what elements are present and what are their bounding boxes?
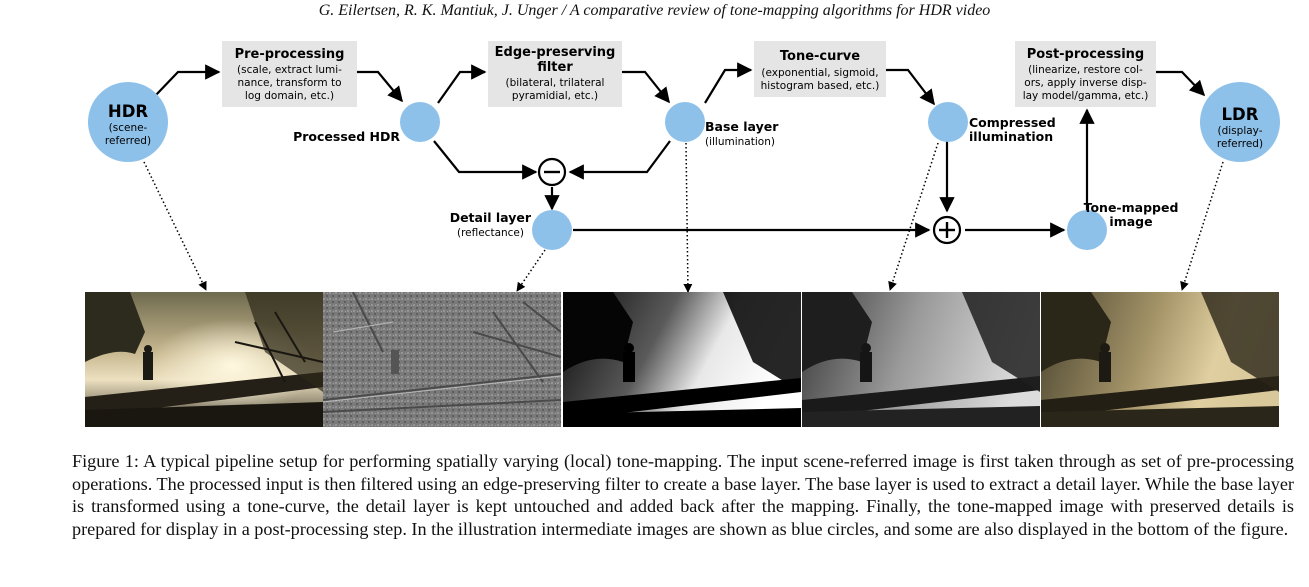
filter-title: filter — [537, 60, 573, 75]
tone-mapped-label: Tone-mapped — [1084, 200, 1179, 215]
compressed-photo — [802, 292, 1040, 427]
preprocessing-line: log domain, etc.) — [245, 90, 334, 102]
hdr-title: HDR — [108, 102, 149, 121]
compressed-node — [928, 102, 968, 142]
running-header: G. Eilertsen, R. K. Mantiuk, J. Unger / … — [318, 2, 991, 19]
postprocessing-line: (linearize, restore col- — [1028, 64, 1143, 76]
detail-layer-label: Detail layer — [450, 210, 532, 225]
base-layer-label: Base layer — [705, 119, 779, 134]
hdr-sub: (scene- — [109, 122, 148, 134]
hdr-node: HDR (scene- referred) — [88, 82, 168, 162]
pipeline-diagram: Pre-processing (scale, extract lumi- nan… — [88, 41, 1280, 293]
ldr-sub: referred) — [1217, 138, 1263, 150]
filter-title: Edge-preserving — [495, 45, 616, 60]
ldr-node: LDR (display- referred) — [1200, 82, 1280, 162]
minus-operator-icon — [537, 157, 567, 187]
ldr-photo — [1041, 292, 1279, 427]
base-photo — [563, 292, 801, 427]
hdr-photo — [85, 292, 323, 427]
detail-layer-node — [532, 210, 572, 250]
preprocessing-box: Pre-processing (scale, extract lumi- nan… — [222, 41, 357, 107]
base-layer-sub: (illumination) — [705, 136, 775, 148]
processed-hdr-node — [400, 102, 440, 142]
preprocessing-line: nance, transform to — [237, 77, 341, 89]
preprocessing-line: (scale, extract lumi- — [237, 64, 342, 76]
compressed-label: Compressed — [969, 115, 1056, 130]
tone-mapped-label: image — [1109, 214, 1152, 229]
postprocessing-box: Post-processing (linearize, restore col-… — [1015, 41, 1156, 107]
processed-hdr-label: Processed HDR — [293, 129, 400, 144]
tonecurve-line: (exponential, sigmoid, — [761, 67, 878, 79]
postprocessing-line: ors, apply inverse disp- — [1024, 77, 1147, 89]
compressed-label: illumination — [969, 129, 1053, 144]
dotted-arrows — [143, 142, 1224, 293]
filter-line: pyramidial, etc.) — [512, 90, 598, 102]
base-layer-node — [665, 102, 705, 142]
detail-layer-sub: (reflectance) — [457, 227, 524, 239]
figure-caption: Figure 1: A typical pipeline setup for p… — [72, 451, 1294, 539]
ldr-sub: (display- — [1218, 125, 1263, 137]
postprocessing-title: Post-processing — [1027, 47, 1144, 62]
pipeline-arrows — [154, 62, 1206, 238]
detail-photo — [323, 292, 561, 427]
plus-operator-icon — [932, 215, 962, 245]
hdr-sub: referred) — [105, 135, 151, 147]
postprocessing-line: lay model/gamma, etc.) — [1023, 90, 1149, 102]
filter-line: (bilateral, trilateral — [506, 77, 605, 89]
preprocessing-title: Pre-processing — [235, 47, 345, 62]
tonecurve-box: Tone-curve (exponential, sigmoid, histog… — [754, 41, 886, 97]
ldr-title: LDR — [1222, 105, 1259, 124]
tonecurve-title: Tone-curve — [780, 49, 860, 64]
tone-mapped-node — [1067, 210, 1107, 250]
tonecurve-line: histogram based, etc.) — [761, 80, 880, 92]
filter-box: Edge-preserving filter (bilateral, trila… — [488, 41, 622, 107]
